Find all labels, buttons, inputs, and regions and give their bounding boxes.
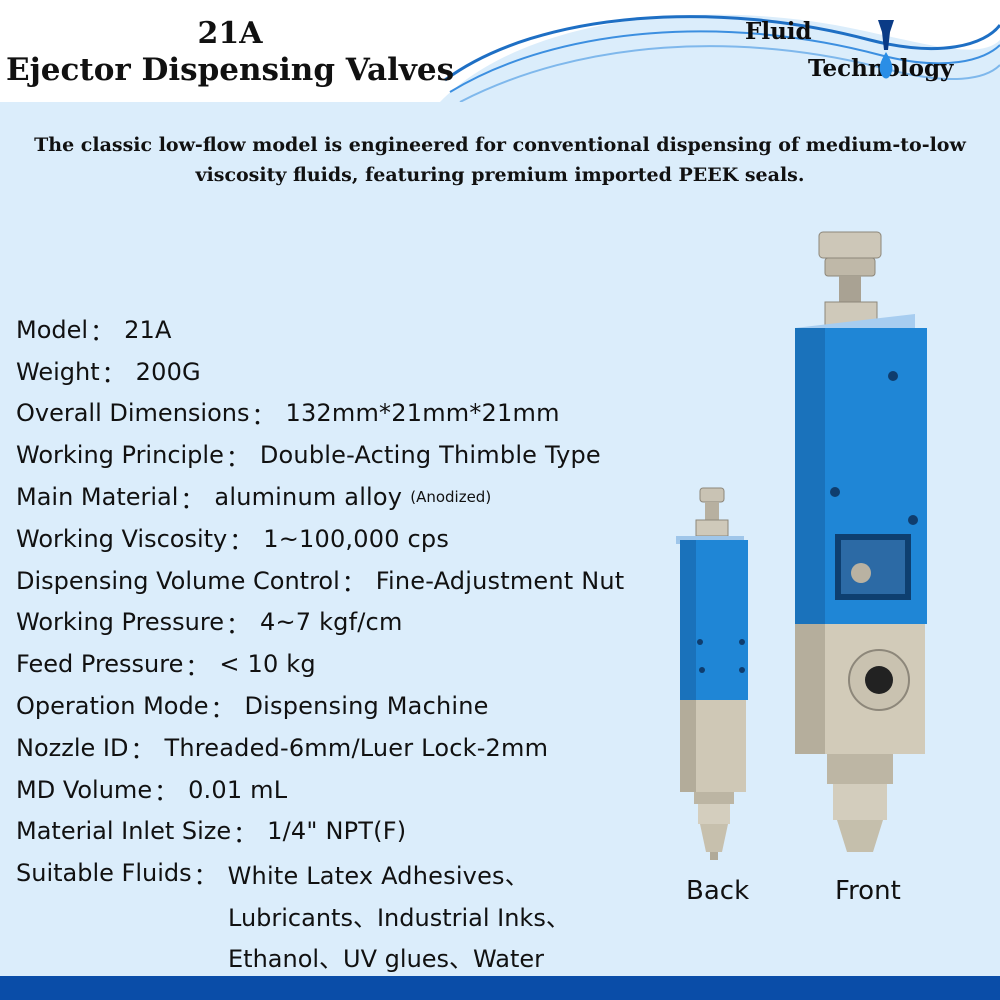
header-wave-graphic xyxy=(440,14,1000,102)
caption-back: Back xyxy=(686,876,750,906)
caption-front: Front xyxy=(835,876,901,906)
product-name-title: Ejector Dispensing Valves xyxy=(5,52,455,88)
spec-list: Model：21A Weight：200G Overall Dimensions… xyxy=(16,309,676,978)
spec-row-inlet-size: Material Inlet Size：1/4" NPT(F) xyxy=(16,817,407,848)
product-model-title: 21A xyxy=(197,16,263,51)
spec-row-volume-control: Dispensing Volume Control：Fine-Adjustmen… xyxy=(16,566,625,598)
spec-note-anodized: (Anodized) xyxy=(410,488,492,507)
spec-fluids-continued-2: Ethanol、UV glues、Water xyxy=(228,945,544,974)
footer-bar xyxy=(0,976,1000,1000)
valve-back-view-image xyxy=(676,487,748,860)
spec-row-material: Main Material：aluminum alloy(Anodized) xyxy=(16,483,492,514)
spec-fluids-continued-1: Lubricants、Industrial Inks、 xyxy=(228,903,570,932)
spec-row-operation-mode: Operation Mode：Dispensing Machine xyxy=(16,692,489,723)
spec-row-weight: Weight：200G xyxy=(16,357,201,389)
logo-text-fluid: Fluid xyxy=(745,18,812,45)
spec-row-md-volume: MD Volume：0.01 mL xyxy=(16,775,288,807)
product-intro-text: The classic low-flow model is engineered… xyxy=(34,134,966,186)
spec-row-nozzle-id: Nozzle ID：Threaded-6mm/Luer Lock-2mm xyxy=(16,733,549,765)
spec-row-working-pressure: Working Pressure：4~7 kgf/cm xyxy=(16,608,403,639)
spec-row-feed-pressure: Feed Pressure：< 10 kg xyxy=(16,650,316,681)
needle-drop-icon xyxy=(878,20,894,79)
spec-row-viscosity: Working Viscosity：1~100,000 cps xyxy=(16,524,450,556)
spec-row-suitable-fluids: Suitable Fluids：White Latex Adhesives、 xyxy=(16,859,529,890)
header-banner: 21A Ejector Dispensing Valves Fluid Tech… xyxy=(0,0,1000,102)
spec-row-model: Model：21A xyxy=(16,315,172,347)
valve-front-view-image xyxy=(795,231,927,852)
spec-row-principle: Working Principle：Double-Acting Thimble … xyxy=(16,441,601,472)
spec-row-dimensions: Overall Dimensions：132mm*21mm*21mm xyxy=(16,399,560,430)
